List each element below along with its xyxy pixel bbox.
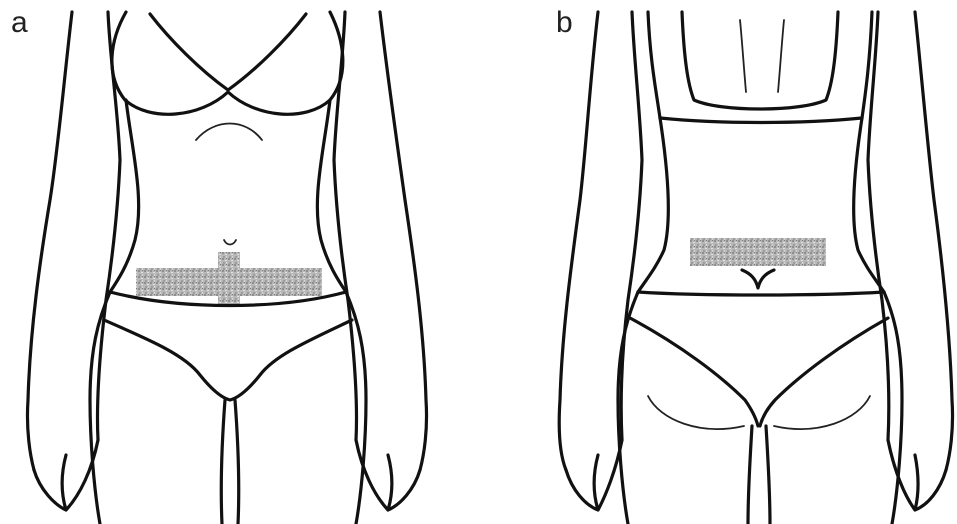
back-waistband <box>638 292 884 295</box>
back-treatment-pad <box>690 238 826 266</box>
back-right-arm-outer <box>915 12 953 470</box>
back-buttock-left <box>648 396 744 429</box>
front-right-arm-outer <box>380 12 427 470</box>
back-left-hand <box>566 440 622 510</box>
front-bra-cups <box>150 14 306 90</box>
back-bra-band <box>660 118 862 123</box>
back-inner-thigh-left <box>748 426 752 524</box>
front-bra <box>112 12 343 114</box>
back-right-hip <box>884 292 902 524</box>
back-left-arm-outer <box>559 12 598 470</box>
front-left-arm-outer <box>27 12 72 470</box>
front-underwear <box>104 320 352 400</box>
front-treatment-pad-vertical <box>218 252 240 304</box>
back-buttock-right <box>774 396 870 429</box>
front-ribcage-line <box>196 124 262 141</box>
front-torso-left <box>110 100 139 292</box>
back-left-arm-inner <box>621 12 642 440</box>
front-left-hand <box>34 440 98 510</box>
front-inner-thigh-right <box>235 400 239 524</box>
back-underwear-right <box>760 318 888 426</box>
back-coccyx-mark <box>742 270 774 288</box>
front-inner-thigh-left <box>221 400 225 524</box>
front-left-arm-inner <box>97 12 120 440</box>
back-spine-line-left <box>740 20 746 92</box>
back-torso-upper-left <box>648 12 660 118</box>
front-left-hip <box>90 292 110 524</box>
front-right-arm-inner <box>334 12 357 440</box>
back-inner-thigh-right <box>766 426 770 524</box>
back-spine-line-right <box>778 20 784 92</box>
back-underwear-left <box>630 318 758 426</box>
back-bra-straps <box>682 12 838 109</box>
front-navel <box>224 240 236 245</box>
front-figure <box>27 12 426 524</box>
back-right-arm-inner <box>868 12 889 440</box>
back-figure <box>559 12 952 524</box>
